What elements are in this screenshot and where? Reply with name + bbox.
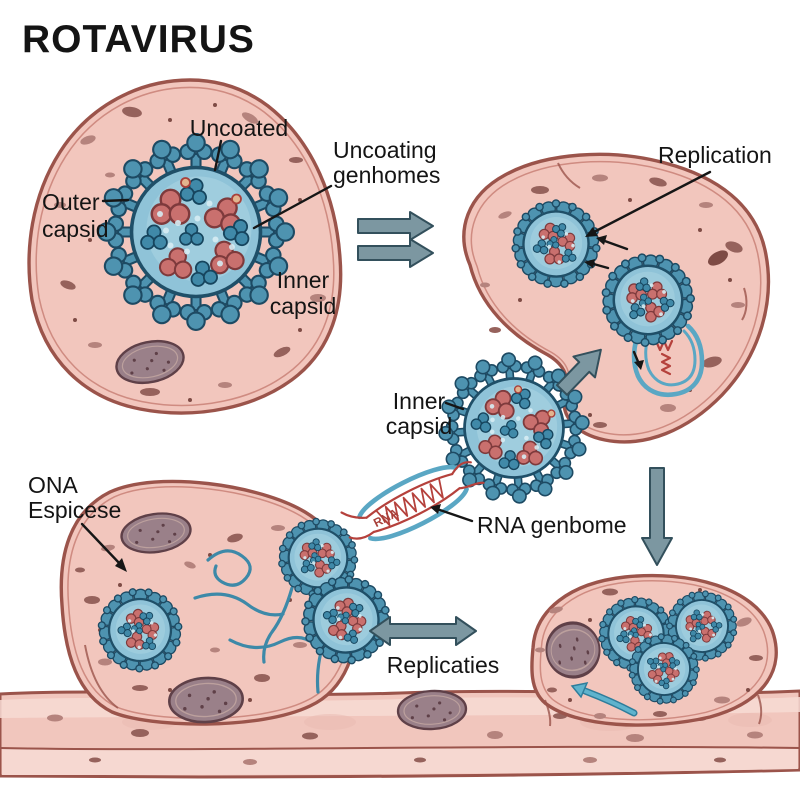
label-pointers [80,139,712,572]
host-cell-release [530,573,778,727]
label-uncoated: Uncoated [190,115,288,141]
label-outer-capsid-line2: capsid [42,216,108,242]
host-cell-replication [462,152,771,444]
replicaties-double-arrow [369,616,477,646]
label-rna-genome: RNA genbome [477,512,627,538]
cell-speckles [535,588,763,719]
label-inner-capsid-mid-line1: Inner [393,388,446,414]
to-release-arrow [641,467,673,566]
label-inner-capsid-top-line1: Inner [277,267,330,293]
diagram-title: ROTAVIRUS [22,18,255,61]
label-replicaties: Replicaties [387,652,500,678]
replication-direction-arrows [584,235,644,370]
cell-speckles [480,174,745,428]
uncoating-step-arrows [357,211,434,268]
label-inner-capsid-top-line2: capsid [270,293,336,319]
label-ona-line1: ONA [28,472,79,498]
label-uncoating-line2: genhomes [333,162,440,188]
label-replication: Replication [658,142,772,168]
host-cell-assembly [59,479,408,726]
host-cell-entry [27,78,343,415]
label-uncoating-line1: Uncoating [333,137,437,163]
label-outer-capsid-line1: Outer [42,189,100,215]
release-curved-arrow [570,681,638,717]
rna-genome-capsule: RNA [340,461,485,542]
cell-speckles [75,525,307,702]
label-ona-line2: Espicese [28,497,121,523]
rotavirus-virion-entry [98,134,294,330]
label-inner-capsid-mid-line2: capsid [386,413,452,439]
